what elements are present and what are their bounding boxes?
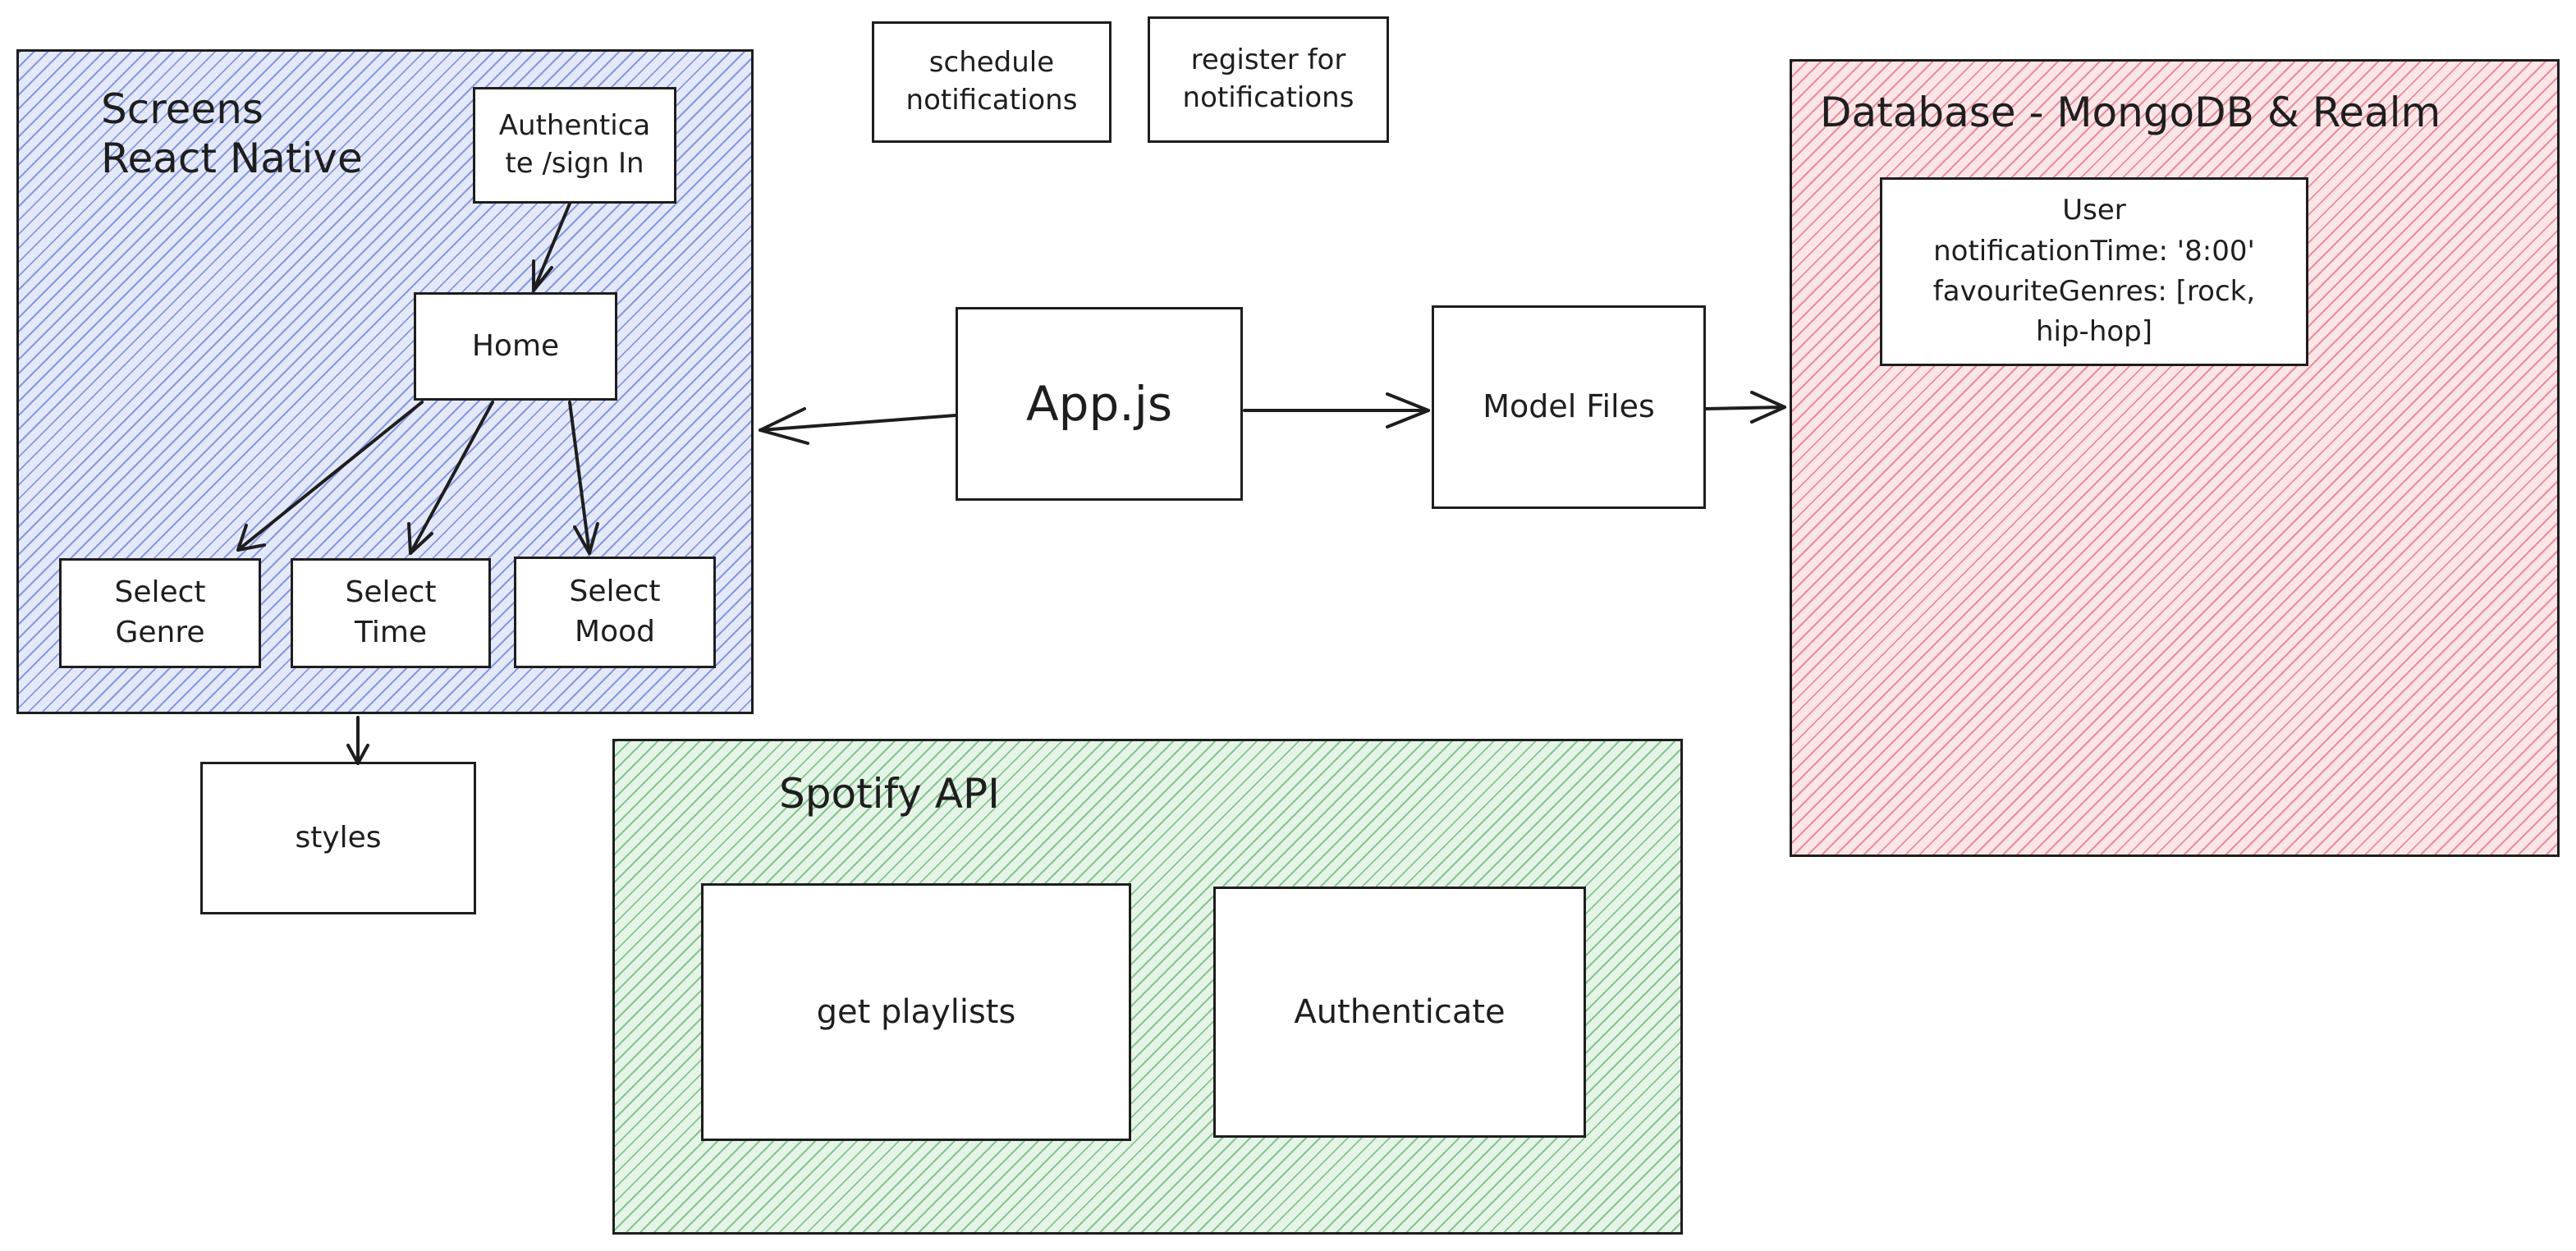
model-files-node[interactable]: Model Files [1432, 305, 1706, 509]
arrow-model-files-to-database [1704, 391, 1786, 424]
user-schema-node[interactable]: User notificationTime: '8:00' favouriteG… [1880, 177, 2308, 366]
select-time-node[interactable]: Select Time [291, 558, 491, 668]
home-node[interactable]: Home [414, 292, 617, 401]
spotify-authenticate-node[interactable]: Authenticate [1213, 887, 1586, 1138]
screens-region-title: Screens React Native [101, 85, 363, 182]
arrow-screens-to-styles [346, 716, 369, 765]
register-notifications-node[interactable]: register for notifications [1148, 16, 1389, 143]
select-genre-node[interactable]: Select Genre [59, 558, 261, 668]
get-playlists-node[interactable]: get playlists [701, 883, 1131, 1141]
spotify-api-region-title: Spotify API [779, 770, 1000, 818]
app-js-node[interactable]: App.js [956, 307, 1243, 501]
arrow-app-to-screens [759, 407, 957, 445]
schedule-notifications-node[interactable]: schedule notifications [872, 21, 1112, 143]
authenticate-sign-in-node[interactable]: Authentica te /sign In [473, 87, 676, 204]
styles-node[interactable]: styles [200, 762, 476, 914]
database-region-title: Database - MongoDB & Realm [1820, 89, 2441, 136]
select-mood-node[interactable]: Select Mood [514, 557, 716, 668]
arrow-app-to-model-files [1243, 392, 1430, 428]
